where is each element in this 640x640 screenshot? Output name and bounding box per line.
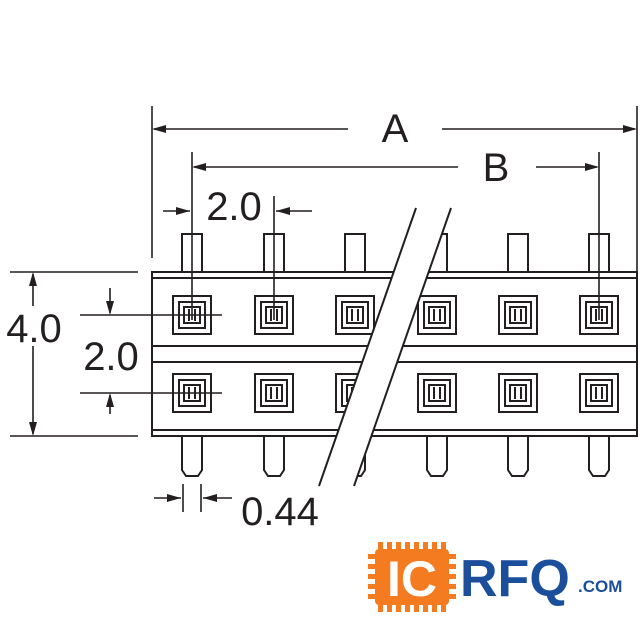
bottom-pin bbox=[181, 436, 203, 477]
break-symbol bbox=[318, 207, 452, 487]
logo-text-rfq: RFQ bbox=[460, 550, 570, 608]
bottom-pins bbox=[181, 436, 610, 477]
contact-socket bbox=[498, 373, 538, 413]
logo-text-domain: .COM bbox=[578, 577, 622, 596]
contact-socket bbox=[498, 295, 538, 335]
bottom-pin bbox=[426, 436, 448, 477]
dimension-label-a: A bbox=[382, 107, 409, 151]
dimension-label-pitch-vertical: 2.0 bbox=[83, 335, 139, 379]
dimension-label-pin-width: 0.44 bbox=[241, 490, 319, 534]
dimension-label-pitch-horizontal: 2.0 bbox=[206, 185, 262, 229]
extension-lines bbox=[10, 106, 638, 512]
dimension-label-b: B bbox=[483, 146, 510, 190]
top-pin bbox=[344, 233, 366, 273]
dimension-label-height: 4.0 bbox=[6, 307, 62, 351]
logo-text-ic: IC bbox=[387, 551, 437, 607]
contact-socket bbox=[417, 295, 457, 335]
bottom-pin bbox=[588, 436, 610, 477]
logo-graphic: IC RFQ .COM bbox=[368, 542, 622, 612]
bottom-pin bbox=[263, 436, 285, 477]
contact-socket bbox=[335, 295, 375, 335]
icrfq-logo: IC RFQ .COM bbox=[368, 540, 630, 614]
top-pin bbox=[507, 233, 529, 273]
contact-socket bbox=[254, 373, 294, 413]
contact-socket bbox=[579, 373, 619, 413]
arrowheads bbox=[29, 125, 637, 502]
contact-socket bbox=[417, 373, 457, 413]
bottom-pin bbox=[507, 436, 529, 477]
chip-body bbox=[375, 549, 449, 605]
